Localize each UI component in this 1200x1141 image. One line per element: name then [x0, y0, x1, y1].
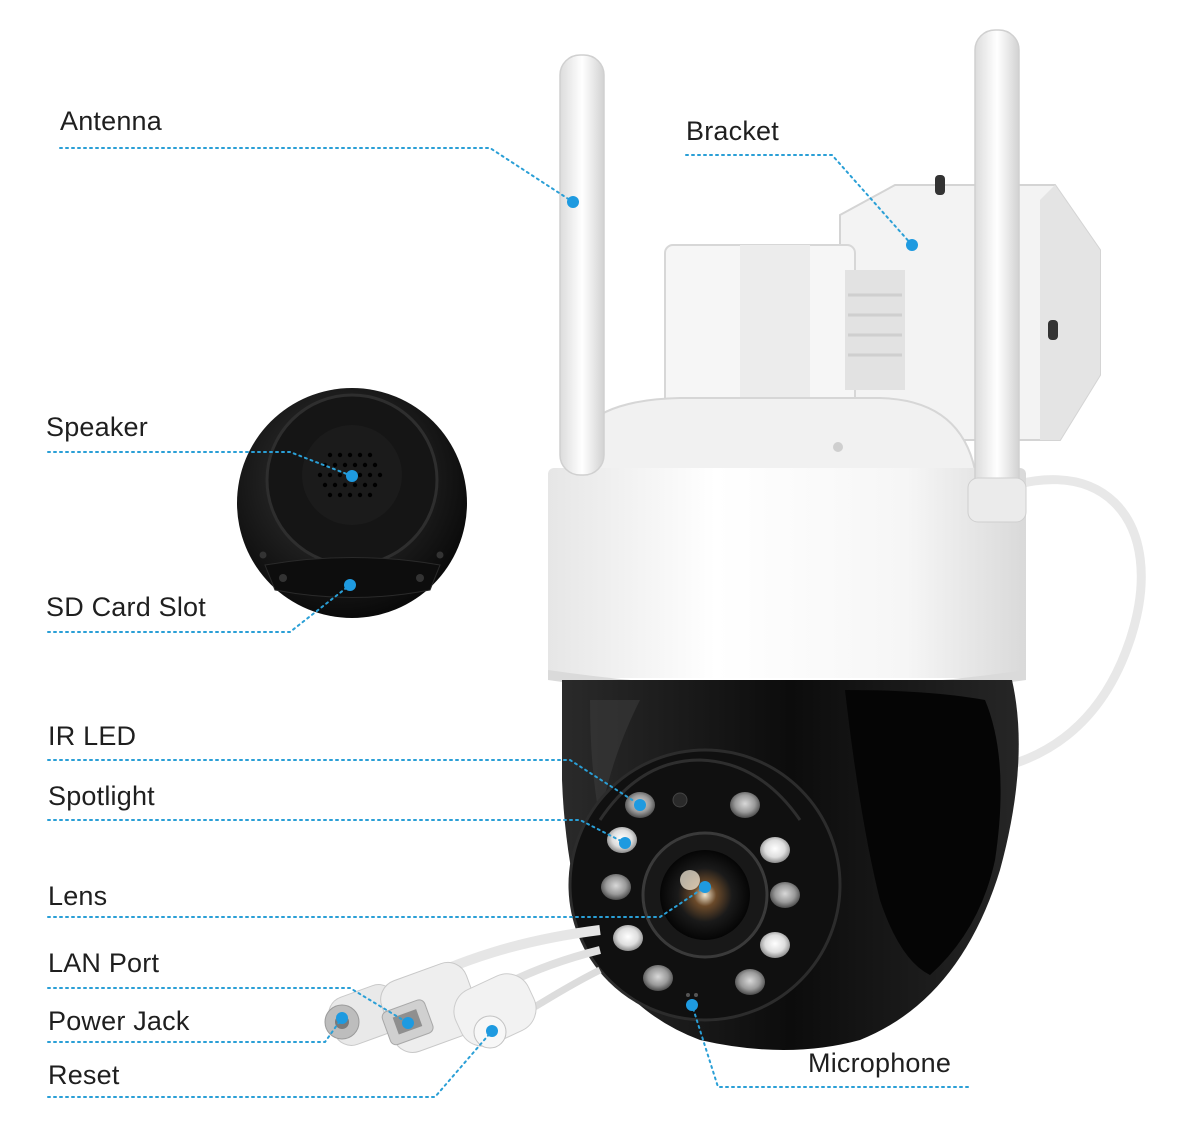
label-microphone: Microphone — [808, 1048, 952, 1078]
label-ir-led: IR LED — [48, 721, 137, 751]
label-speaker: Speaker — [46, 412, 148, 442]
label-lan-port: LAN Port — [48, 948, 160, 978]
label-spotlight: Spotlight — [48, 781, 155, 811]
led-array — [601, 792, 800, 995]
label-power-jack: Power Jack — [48, 1006, 190, 1036]
label-reset: Reset — [48, 1060, 120, 1090]
antenna-shape — [559, 29, 1027, 523]
bracket-shape — [664, 175, 1101, 441]
camera-lower-housing — [562, 680, 1019, 1050]
label-lens: Lens — [48, 881, 108, 911]
label-sd-card-slot: SD Card Slot — [46, 592, 206, 622]
label-antenna: Antenna — [60, 106, 162, 136]
leader-lines — [47, 147, 969, 1098]
label-bracket: Bracket — [686, 116, 779, 146]
cable-connectors — [324, 925, 602, 1053]
power-cable — [973, 475, 1146, 775]
marker-dots — [336, 196, 918, 1037]
camera-upper-housing — [548, 397, 1026, 698]
